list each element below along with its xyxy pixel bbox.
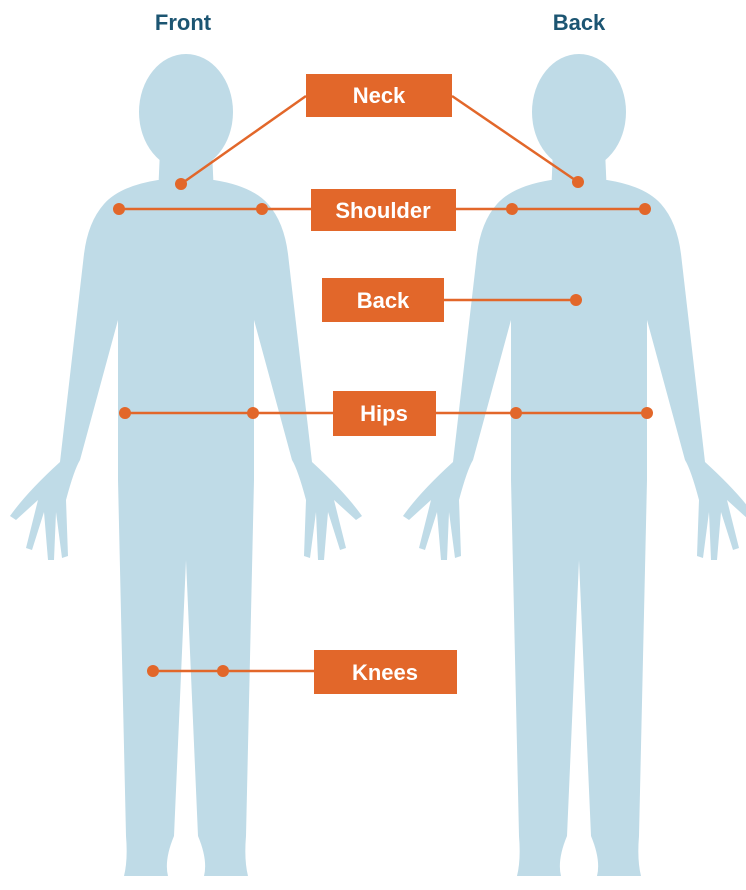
back-torso <box>403 180 746 876</box>
back-label-text: Back <box>357 288 410 313</box>
hips-label: Hips <box>333 391 436 436</box>
front-torso <box>10 180 362 876</box>
neck-label: Neck <box>306 74 452 117</box>
shoulder-point-back-right <box>639 203 651 215</box>
neck-point-back <box>572 176 584 188</box>
back-point <box>570 294 582 306</box>
knee-point-left <box>147 665 159 677</box>
back-label: Back <box>322 278 444 322</box>
back-view-title: Back <box>553 10 606 35</box>
neck-label-text: Neck <box>353 83 406 108</box>
shoulder-label: Shoulder <box>311 189 456 231</box>
knee-point-right <box>217 665 229 677</box>
hips-point-front-right <box>247 407 259 419</box>
hips-label-text: Hips <box>360 401 408 426</box>
hips-point-back-left <box>510 407 522 419</box>
hips-point-back-right <box>641 407 653 419</box>
knees-label: Knees <box>314 650 457 694</box>
neck-point-front <box>175 178 187 190</box>
knees-label-text: Knees <box>352 660 418 685</box>
front-view-title: Front <box>155 10 212 35</box>
shoulder-point-front-left <box>113 203 125 215</box>
shoulder-label-text: Shoulder <box>335 198 431 223</box>
shoulder-point-back-left <box>506 203 518 215</box>
front-figure <box>10 54 362 876</box>
shoulder-point-front-right <box>256 203 268 215</box>
hips-point-front-left <box>119 407 131 419</box>
